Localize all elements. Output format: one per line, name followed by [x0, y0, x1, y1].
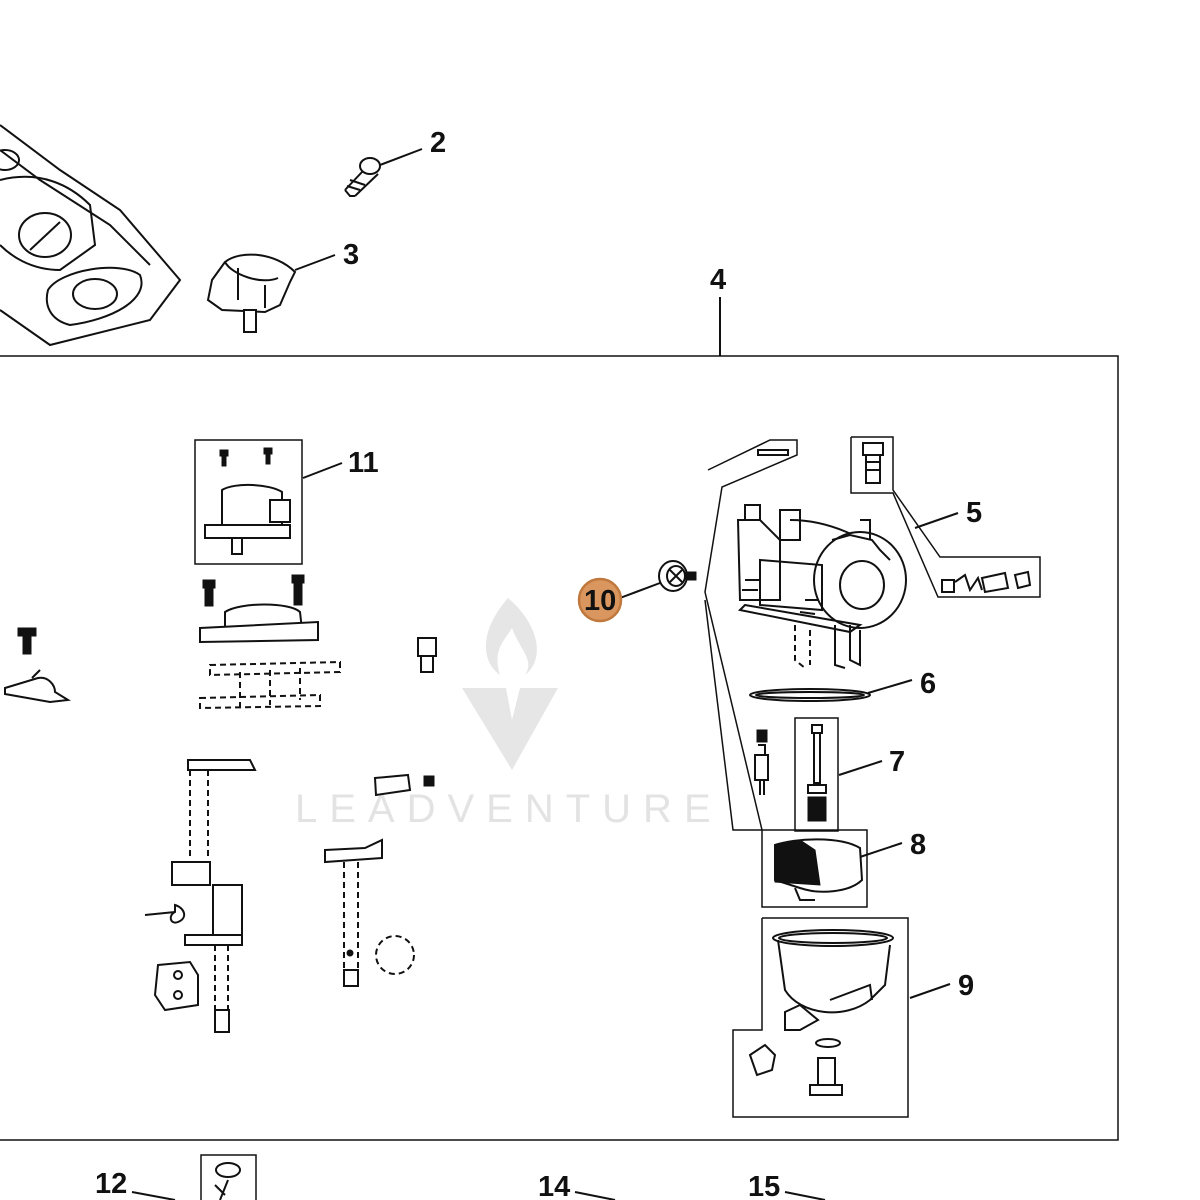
assembly-frame-4 [0, 355, 1119, 1141]
callout-9[interactable]: 9 [958, 970, 974, 1002]
callout-6[interactable]: 6 [920, 668, 936, 700]
callout-3[interactable]: 3 [343, 239, 359, 271]
callout-12[interactable]: 12 [95, 1168, 127, 1200]
callout-4[interactable]: 4 [710, 264, 726, 296]
watermark-flame-icon [485, 598, 537, 675]
callout-15[interactable]: 15 [748, 1171, 780, 1200]
callout-5[interactable]: 5 [966, 497, 982, 529]
watermark-text: LEADVENTURE [295, 787, 723, 831]
part-8-float [761, 829, 868, 908]
watermark-v-icon [462, 688, 558, 770]
bottom-parts-partial [200, 1154, 257, 1200]
part-3-cap [206, 253, 297, 333]
callout-10-highlight[interactable] [577, 577, 623, 623]
part-11-choke-assembly [194, 439, 303, 565]
part-5-pilot-screw-set [850, 436, 1041, 598]
callout-10[interactable]: 10 [584, 585, 616, 617]
part-2-bolt [344, 157, 381, 197]
part-7-main-jet [754, 717, 839, 832]
watermark: LEADVENTURE [295, 598, 723, 831]
carburetor-body [704, 439, 907, 831]
callout-14[interactable]: 14 [538, 1171, 570, 1200]
callout-8[interactable]: 8 [910, 829, 926, 861]
part-10-screw [658, 560, 697, 592]
part-9-float-bowl [732, 917, 909, 1118]
callout-11[interactable]: 11 [348, 447, 379, 479]
callout-7[interactable]: 7 [889, 746, 905, 778]
intake-manifold-part [0, 124, 182, 347]
interior-linkage-parts [4, 574, 437, 1033]
part-6-gasket [749, 688, 871, 702]
callout-2[interactable]: 2 [430, 127, 446, 159]
